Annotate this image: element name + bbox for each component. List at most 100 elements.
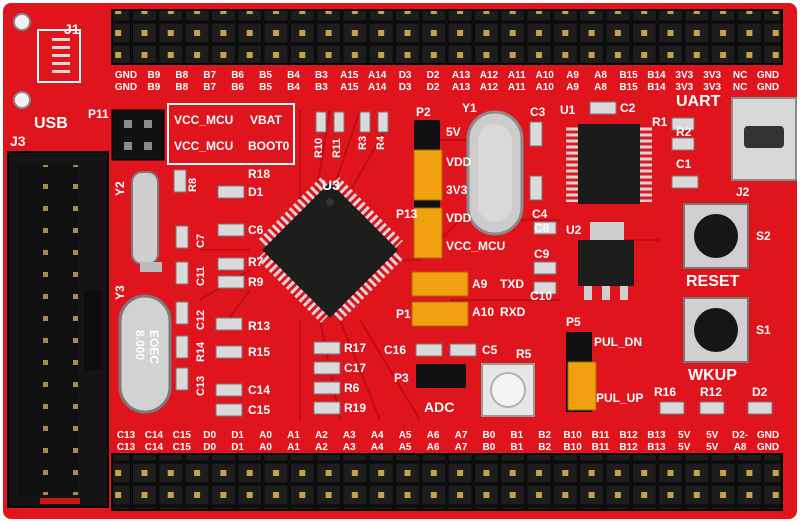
label-j1: J1 bbox=[64, 21, 80, 37]
bottom-pin-label: A7 bbox=[455, 430, 468, 441]
label-r11: R11 bbox=[331, 138, 343, 158]
bottom-pin-label: C14 bbox=[145, 442, 164, 453]
label-r7: R7 bbox=[248, 255, 264, 269]
label-r5: R5 bbox=[516, 347, 532, 361]
mcu-u3 bbox=[257, 177, 403, 323]
regulator-u2-legs bbox=[584, 286, 628, 300]
top-pin-label: B5 bbox=[259, 82, 272, 93]
label-c16: C16 bbox=[384, 343, 406, 357]
top-pin-label: GND bbox=[757, 70, 779, 81]
label-u1: U1 bbox=[560, 103, 576, 117]
top-pin-label: B8 bbox=[175, 70, 188, 81]
top-pin-label: GND bbox=[115, 70, 137, 81]
bottom-pin-label: B12 bbox=[619, 442, 638, 453]
label-j2: J2 bbox=[736, 185, 750, 199]
label-r13: R13 bbox=[248, 319, 270, 333]
top-pin-label: B6 bbox=[231, 70, 244, 81]
label-adc: ADC bbox=[424, 399, 454, 415]
bottom-pin-label: A6 bbox=[427, 442, 440, 453]
jumper-cap-p1-a10[interactable] bbox=[411, 301, 469, 327]
top-pin-label: GND bbox=[115, 82, 137, 93]
top-pin-label: 3V3 bbox=[675, 82, 693, 93]
jumper-cap-p5[interactable] bbox=[567, 361, 597, 411]
jumper-cap-p13[interactable] bbox=[413, 207, 443, 259]
label-vcc-mcu-1: VCC_MCU bbox=[174, 113, 233, 127]
mounting-hole-top-left bbox=[13, 13, 31, 31]
bottom-pin-label: A7 bbox=[455, 442, 468, 453]
label-a9: A9 bbox=[472, 277, 488, 291]
bottom-pin-label: D1 bbox=[231, 442, 244, 453]
label-u3: U3 bbox=[322, 177, 340, 193]
label-r18: R18 bbox=[248, 167, 270, 181]
reset-button-s2[interactable] bbox=[683, 203, 749, 269]
label-c12: C12 bbox=[195, 310, 207, 330]
bottom-pin-label: A3 bbox=[343, 430, 356, 441]
top-pin-label: B6 bbox=[231, 82, 244, 93]
bottom-pin-label: C14 bbox=[145, 430, 164, 441]
bottom-pin-label: A5 bbox=[399, 430, 412, 441]
bottom-pin-label: A3 bbox=[343, 442, 356, 453]
label-3v3: 3V3 bbox=[446, 183, 468, 197]
jtag-header-red-tab bbox=[40, 498, 80, 504]
bottom-pin-label: A1 bbox=[287, 430, 300, 441]
bottom-pin-label: B12 bbox=[619, 430, 638, 441]
potentiometer-r5-knob[interactable] bbox=[490, 372, 526, 408]
crystal-y1-inner bbox=[478, 124, 512, 222]
top-pin-label: B14 bbox=[647, 70, 666, 81]
bottom-pin-label: B11 bbox=[592, 430, 610, 441]
jumper-cap-p2-a[interactable] bbox=[413, 149, 443, 201]
top-pin-header bbox=[111, 9, 783, 65]
bottom-pin-label: A4 bbox=[371, 430, 384, 441]
top-pin-label: 3V3 bbox=[703, 70, 721, 81]
wkup-button-s1[interactable] bbox=[683, 297, 749, 363]
label-c2: C2 bbox=[620, 101, 636, 115]
top-pin-label: 3V3 bbox=[703, 82, 721, 93]
top-pin-label: A15 bbox=[340, 70, 359, 81]
top-pin-label: B7 bbox=[203, 82, 216, 93]
chip-u1 bbox=[578, 124, 640, 204]
bottom-pin-label: B11 bbox=[592, 442, 610, 453]
label-c14: C14 bbox=[248, 383, 270, 397]
bottom-pin-label: B1 bbox=[510, 442, 523, 453]
label-c5: C5 bbox=[482, 343, 498, 357]
top-pin-label: B7 bbox=[203, 70, 216, 81]
bottom-pin-label: D0 bbox=[203, 430, 216, 441]
label-usb: USB bbox=[34, 115, 68, 132]
top-pin-label: NC bbox=[733, 82, 747, 93]
top-pin-label: 3V3 bbox=[675, 70, 693, 81]
bottom-pin-label: A6 bbox=[427, 430, 440, 441]
top-pin-label: B3 bbox=[315, 70, 328, 81]
label-r9: R9 bbox=[248, 275, 264, 289]
label-c15: C15 bbox=[248, 403, 270, 417]
label-r12: R12 bbox=[700, 385, 722, 399]
label-a10: A10 bbox=[472, 305, 494, 319]
label-vcc-mcu-3: VCC_MCU bbox=[446, 239, 505, 253]
label-d2: D2 bbox=[752, 385, 768, 399]
bottom-pin-label: A5 bbox=[399, 442, 412, 453]
top-pin-label: A14 bbox=[368, 70, 387, 81]
label-r8: R8 bbox=[187, 178, 199, 192]
micro-usb-opening bbox=[744, 126, 784, 148]
label-c4: C4 bbox=[532, 207, 548, 221]
chip-u1-pins-right bbox=[640, 126, 652, 202]
label-vbat: VBAT bbox=[250, 113, 282, 127]
top-pin-label: A9 bbox=[566, 82, 579, 93]
label-y3: Y3 bbox=[113, 285, 127, 300]
bottom-pin-label: B1 bbox=[510, 430, 523, 441]
label-y1: Y1 bbox=[462, 101, 477, 115]
bottom-pin-label: A0 bbox=[259, 442, 272, 453]
bottom-pin-label: A8 bbox=[734, 442, 747, 453]
jumper-cap-p1-a9[interactable] bbox=[411, 271, 469, 297]
label-r19: R19 bbox=[344, 401, 366, 415]
jtag-header-latch bbox=[84, 290, 102, 370]
label-rxd: RXD bbox=[500, 305, 526, 319]
jtag-header-inner bbox=[18, 165, 78, 495]
bottom-pin-label: A2 bbox=[315, 442, 328, 453]
label-y2: Y2 bbox=[113, 181, 127, 196]
top-pin-label: A10 bbox=[536, 82, 555, 93]
label-r2: R2 bbox=[676, 125, 692, 139]
top-pin-label: A11 bbox=[508, 70, 526, 81]
label-p1: P1 bbox=[396, 307, 411, 321]
